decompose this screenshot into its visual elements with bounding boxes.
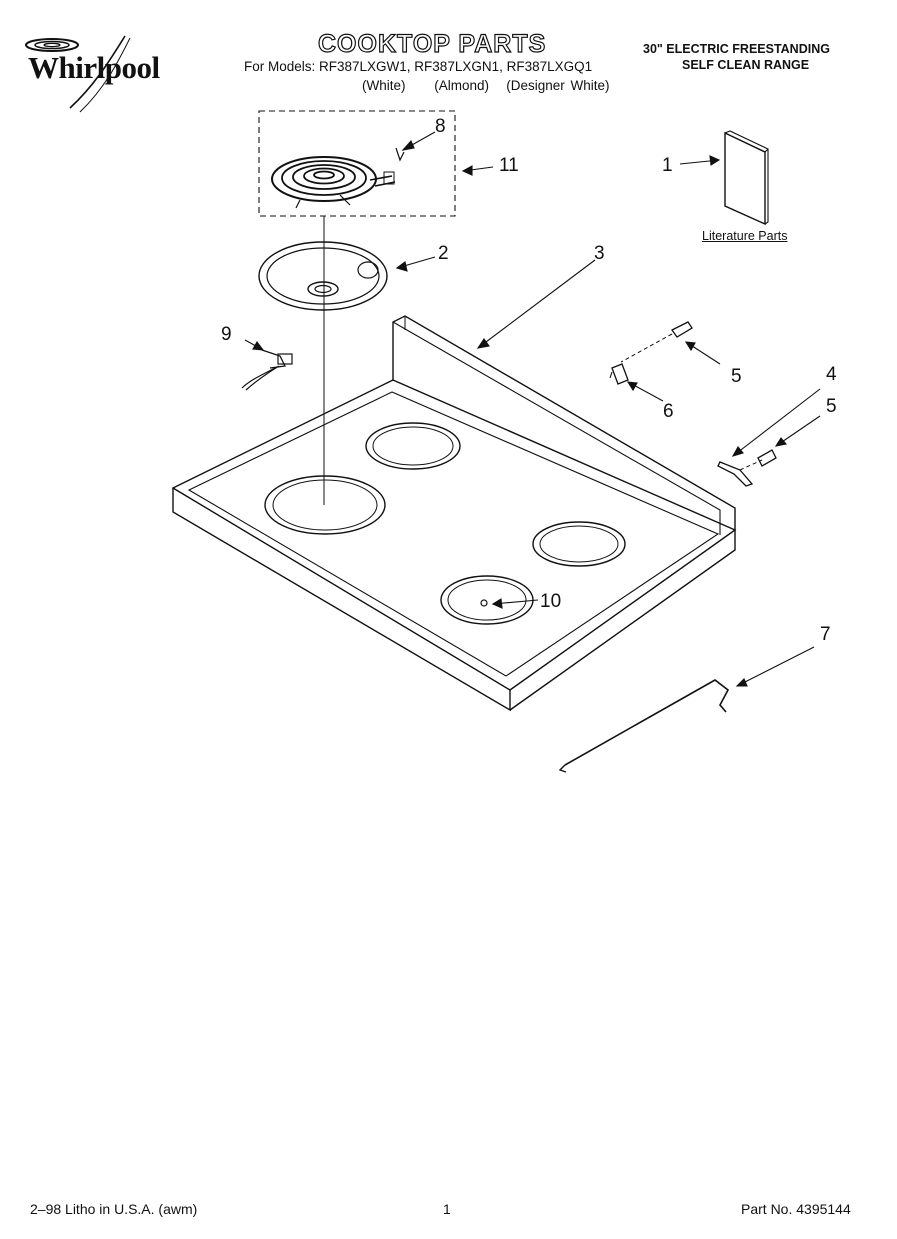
colors-line: (White) (Almond) (Designer White) (362, 78, 610, 93)
footer-litho: 2–98 Litho in U.S.A. (awm) (30, 1201, 198, 1217)
wire-rod (558, 679, 730, 773)
page-title: COOKTOP PARTS (317, 29, 547, 58)
leader-arrows (244, 131, 821, 687)
callout-6: 6 (663, 401, 674, 422)
screw-upper (620, 321, 693, 363)
screw-lower (757, 449, 777, 467)
range-description-2: SELF CLEAN RANGE (682, 58, 810, 72)
wire-connector (241, 349, 293, 391)
callout-10: 10 (540, 591, 562, 612)
callout-1: 1 (662, 155, 673, 176)
literature-parts-label: Literature Parts (702, 229, 788, 243)
bracket-clip (609, 363, 629, 385)
callout-3: 3 (594, 243, 605, 264)
callout-8: 8 (435, 116, 446, 137)
callout-5-lower: 5 (826, 396, 837, 417)
cooktop-panel (171, 315, 737, 712)
footer-part-number: Part No. 4395144 (741, 1201, 851, 1217)
footer-page-number: 1 (443, 1201, 451, 1217)
callout-4: 4 (826, 364, 837, 385)
whirlpool-logo-icon (25, 35, 131, 113)
callout-9: 9 (221, 324, 232, 345)
surface-element-assembly (258, 110, 456, 217)
callout-11: 11 (499, 155, 519, 176)
callout-2: 2 (438, 243, 449, 264)
callout-5-upper: 5 (731, 366, 742, 387)
models-line: For Models: RF387LXGW1, RF387LXGN1, RF38… (244, 59, 593, 74)
drip-bowl (258, 241, 388, 311)
brand-logo: Whirlpool (28, 50, 160, 85)
callout-7: 7 (820, 624, 831, 645)
range-description-1: 30" ELECTRIC FREESTANDING (643, 42, 830, 56)
side-bracket (717, 459, 763, 487)
literature-booklet (724, 130, 769, 226)
